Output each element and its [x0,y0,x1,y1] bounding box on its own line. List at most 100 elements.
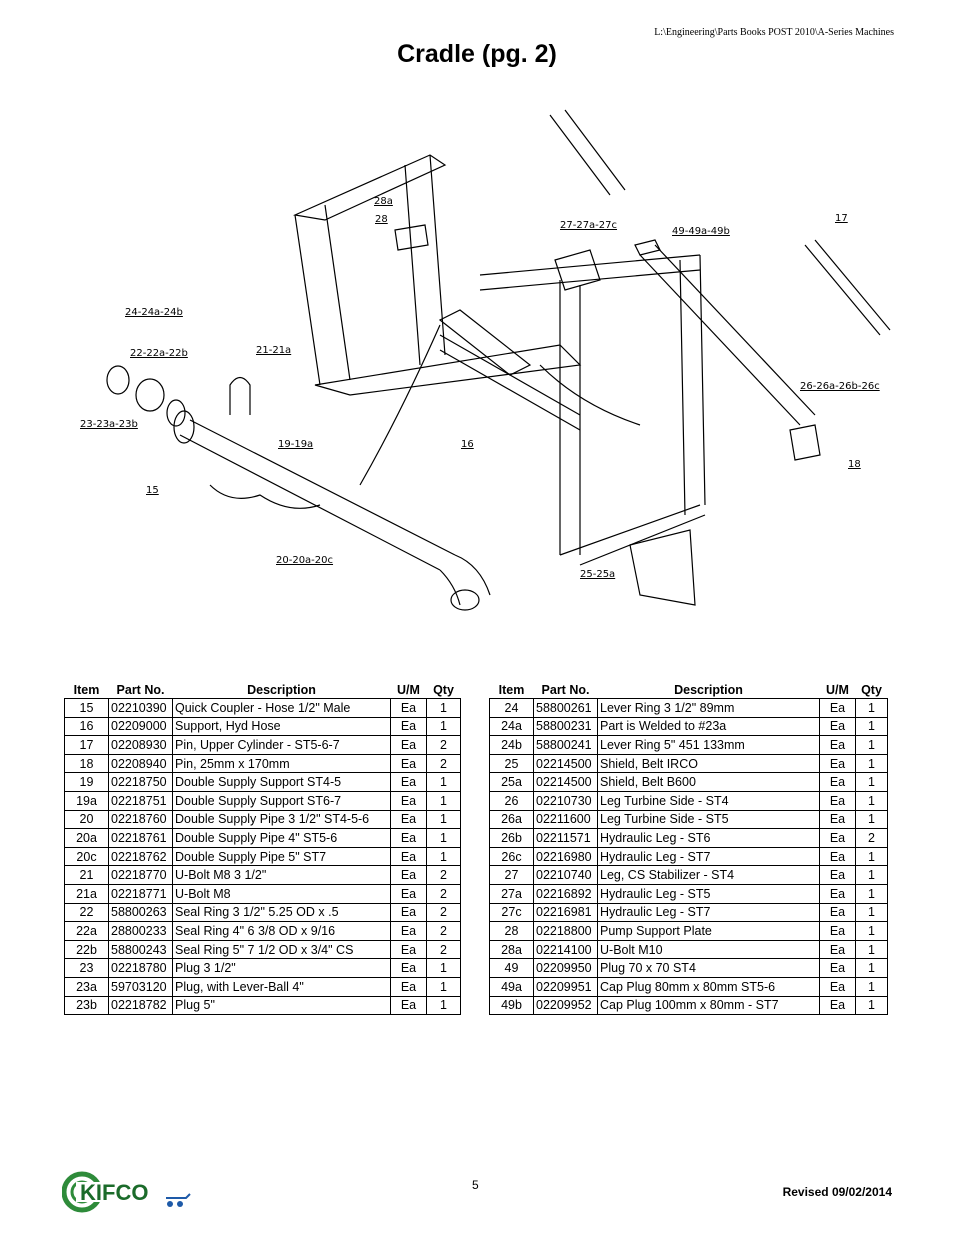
um-cell: Ea [390,809,427,830]
item-cell: 22a [64,921,109,941]
item-cell: 49a [489,976,534,997]
part-no-cell: 02218750 [108,772,173,792]
qty-cell: 2 [426,921,461,941]
item-cell: 28a [489,939,534,960]
um-cell: Ea [819,790,856,811]
item-cell: 15 [64,698,109,718]
description-cell: Leg Turbine Side - ST4 [597,790,820,811]
um-cell: Ea [819,809,856,830]
part-no-cell: 02218761 [108,828,173,848]
qty-cell: 1 [426,846,461,867]
item-cell: 22b [64,939,109,960]
callout-label: 49-49a-49b [672,226,730,237]
description-cell: Double Supply Pipe 3 1/2" ST4-5-6 [172,809,391,830]
column-header: U/M [397,683,420,697]
qty-cell: 1 [426,790,461,811]
um-cell: Ea [819,958,856,978]
column-header: U/M [826,683,849,697]
part-no-cell: 59703120 [108,976,173,997]
um-cell: Ea [390,735,427,755]
item-cell: 26c [489,846,534,867]
diagram-callouts: 28a 28 27-27a-27c 49-49a-49b 17 24-24a-2… [80,196,880,580]
um-cell: Ea [390,939,427,960]
qty-cell: 1 [855,846,888,867]
item-cell: 21a [64,883,109,904]
part-no-cell: 02210740 [533,865,598,885]
part-no-cell: 02216980 [533,846,598,867]
item-cell: 19 [64,772,109,792]
part-no-cell: 02209000 [108,716,173,737]
qty-cell: 1 [855,716,888,737]
item-cell: 25a [489,772,534,792]
item-cell: 20 [64,809,109,830]
callout-label: 17 [835,213,848,224]
um-cell: Ea [819,995,856,1016]
item-cell: 23a [64,976,109,997]
description-cell: Seal Ring 5" 7 1/2 OD x 3/4" CS [172,939,391,960]
part-no-cell: 02209951 [533,976,598,997]
um-cell: Ea [819,828,856,848]
cradle-drawing: 28a 28 27-27a-27c 49-49a-49b 17 24-24a-2… [80,109,891,611]
item-cell: 20c [64,846,109,867]
item-cell: 22 [64,902,109,923]
um-cell: Ea [819,883,856,904]
qty-cell: 2 [426,753,461,774]
item-cell: 27 [489,865,534,885]
description-cell: Double Supply Pipe 5" ST7 [172,846,391,867]
qty-cell: 1 [855,809,888,830]
description-cell: Pump Support Plate [597,921,820,941]
part-no-cell: 02210730 [533,790,598,811]
item-cell: 23b [64,995,109,1016]
item-cell: 17 [64,735,109,755]
qty-cell: 1 [426,958,461,978]
um-cell: Ea [819,735,856,755]
um-cell: Ea [390,698,427,718]
part-no-cell: 02214500 [533,772,598,792]
description-cell: Support, Hyd Hose [172,716,391,737]
um-cell: Ea [819,921,856,941]
description-cell: Seal Ring 4" 6 3/8 OD x 9/16 [172,921,391,941]
um-cell: Ea [390,995,427,1016]
callout-label: 24-24a-24b [125,307,183,318]
column-header: Description [674,683,743,697]
item-cell: 27a [489,883,534,904]
item-cell: 25 [489,753,534,774]
part-no-cell: 02208930 [108,735,173,755]
description-cell: U-Bolt M8 3 1/2" [172,865,391,885]
item-cell: 23 [64,958,109,978]
description-cell: Shield, Belt B600 [597,772,820,792]
part-no-cell: 58800241 [533,735,598,755]
kifco-logo: KIFCO [62,1171,191,1213]
description-cell: Pin, 25mm x 170mm [172,753,391,774]
qty-cell: 1 [855,995,888,1016]
part-no-cell: 02208940 [108,753,173,774]
callout-label: 21-21a [256,345,291,356]
description-cell: Quick Coupler - Hose 1/2" Male [172,698,391,718]
qty-cell: 1 [855,865,888,885]
callout-label: 15 [146,485,159,496]
page-number: 5 [472,1178,479,1192]
item-cell: 20a [64,828,109,848]
um-cell: Ea [390,902,427,923]
um-cell: Ea [819,865,856,885]
part-no-cell: 58800231 [533,716,598,737]
part-no-cell: 28800233 [108,921,173,941]
